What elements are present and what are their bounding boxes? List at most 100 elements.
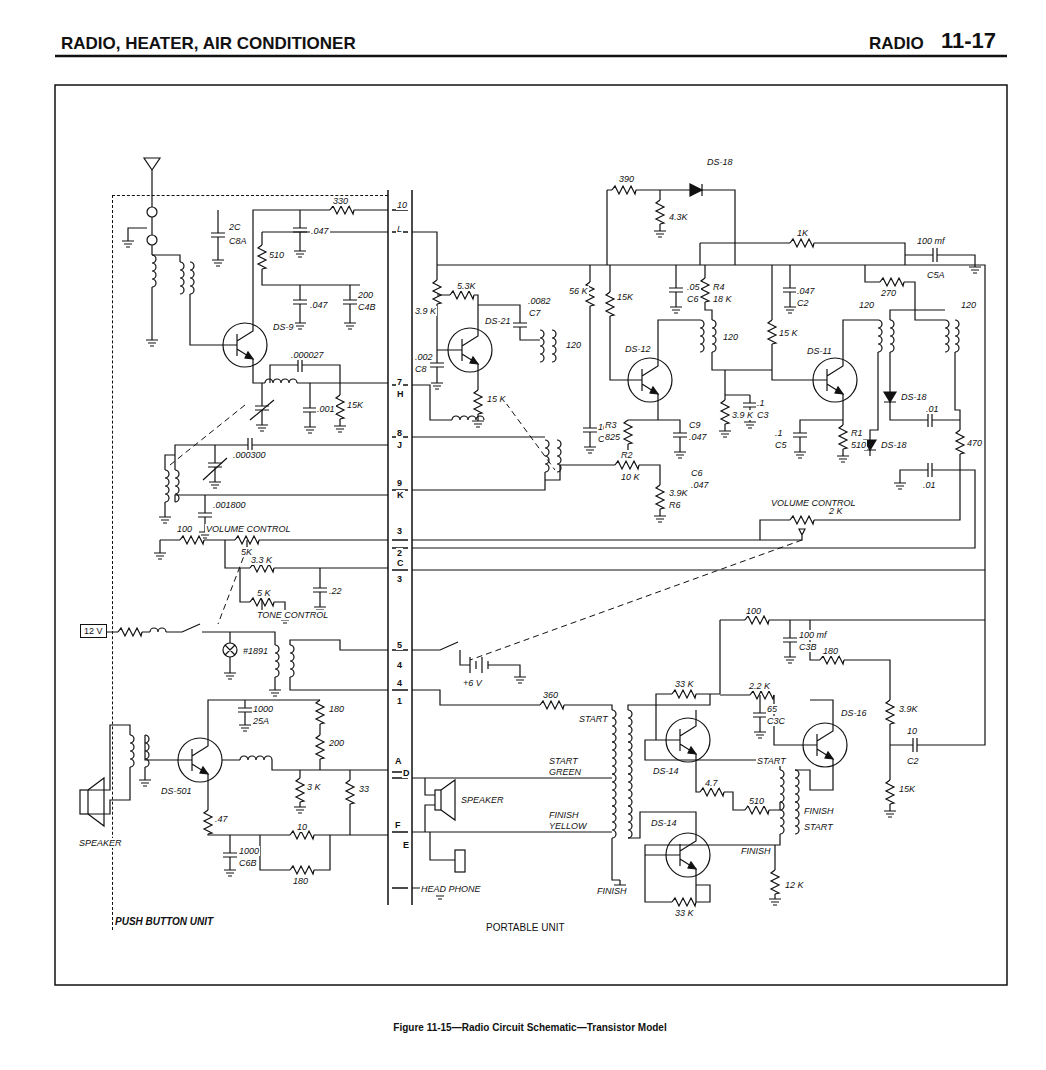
component-symbol: [618, 350, 672, 410]
wiring: [435, 790, 441, 810]
component-value: 180: [328, 704, 345, 714]
transistor-label: DS-18: [900, 392, 928, 402]
component-symbol: [656, 710, 710, 770]
component-symbol: [180, 262, 184, 294]
component-symbol: [290, 866, 314, 874]
component-value: R2: [620, 450, 634, 460]
component-value: 470: [966, 438, 983, 448]
component-symbol: [615, 461, 639, 469]
component-value: C7: [528, 308, 542, 318]
component-value: START: [756, 756, 787, 766]
pin-label: E: [402, 840, 410, 850]
component-value: 3.3 K: [250, 555, 273, 565]
component-value: 15 K: [486, 394, 507, 404]
component-symbol: [294, 802, 306, 813]
component-value: GREEN: [548, 767, 582, 777]
component-value: C2: [906, 756, 920, 766]
component-symbol: [557, 440, 561, 472]
component-value: .001: [316, 404, 336, 414]
component-value: 510: [850, 440, 867, 450]
component-value: 5.3K: [456, 281, 477, 291]
transistor-label: DS-501: [160, 786, 193, 796]
component-symbol: [880, 278, 904, 286]
component-value: 510: [268, 250, 285, 260]
component-symbol: [793, 425, 807, 445]
component-symbol: [750, 691, 774, 699]
pin-label: 5: [396, 640, 403, 650]
transistor-label: DS-12: [624, 344, 652, 354]
component-value: C9: [688, 420, 702, 430]
component-symbol: [472, 416, 484, 427]
component-symbol: [612, 742, 616, 774]
component-symbol: [768, 320, 776, 344]
component-symbol: [721, 400, 729, 424]
pin-label: D: [402, 768, 411, 778]
component-symbol: [343, 292, 357, 312]
component-symbol: [540, 330, 544, 362]
pin-label: 3: [396, 574, 403, 584]
wiring: [455, 850, 465, 872]
component-symbol: [628, 710, 632, 742]
component-symbol: [612, 806, 616, 838]
component-symbol: [208, 455, 222, 475]
component-value: 15K: [346, 400, 364, 410]
component-symbol: [513, 315, 527, 335]
component-symbol: [438, 320, 492, 380]
component-symbol: [290, 645, 294, 677]
component-value: 33: [358, 784, 370, 794]
connector-strip: [388, 190, 412, 905]
component-symbol: [612, 774, 616, 806]
wiring: [88, 158, 440, 888]
component-symbol: [336, 395, 344, 419]
component-symbol: [152, 255, 156, 287]
component-value: 120: [858, 300, 875, 310]
component-value: 4.7: [704, 778, 719, 788]
transistor-label: DS-14: [652, 766, 680, 776]
component-value: 33 K: [674, 908, 695, 918]
component-symbol: [803, 350, 857, 410]
component-value: 3.9 K: [731, 410, 754, 420]
component-symbol: [701, 278, 709, 302]
pin-label: 1: [396, 696, 403, 706]
component-value: .047: [310, 226, 330, 236]
component-symbol: [204, 810, 212, 834]
component-value: 65: [766, 704, 778, 714]
component-symbol: [612, 186, 636, 194]
component-symbol: [450, 291, 474, 299]
component-value: 4.3K: [668, 212, 689, 222]
component-symbol: [316, 700, 324, 724]
pin-label: 9: [396, 478, 403, 488]
component-value: 200: [357, 290, 374, 300]
wiring: [80, 158, 985, 902]
component-symbol: [235, 536, 259, 544]
component-value: START: [803, 822, 834, 832]
component-symbol: [552, 330, 556, 362]
component-symbol: [656, 485, 664, 509]
component-symbol: [165, 470, 169, 502]
component-symbol: [293, 220, 307, 240]
component-symbol: [955, 320, 959, 352]
component-symbol: [839, 425, 847, 449]
component-symbol: [795, 770, 799, 802]
component-value: 270: [880, 288, 897, 298]
component-symbol: [969, 262, 981, 273]
unit-name: PORTABLE UNIT: [485, 922, 566, 934]
component-value: 1K: [796, 228, 809, 238]
component-value: #1891: [242, 646, 269, 656]
wiring: [441, 780, 455, 820]
component-symbol: [795, 802, 799, 834]
component-value: C8A: [228, 236, 248, 246]
ganged-control-line: [170, 395, 802, 660]
component-symbol: [240, 756, 272, 760]
component-symbol: [654, 511, 666, 522]
component-symbol: [656, 825, 710, 885]
component-symbol: [794, 447, 806, 458]
component-value: .047: [309, 300, 329, 310]
component-value: C6B: [238, 858, 258, 868]
component-symbol: [198, 505, 212, 525]
component-symbol: [296, 778, 304, 802]
component-symbol: [168, 730, 222, 790]
component-symbol: [474, 390, 482, 414]
component-value: C8: [414, 364, 428, 374]
